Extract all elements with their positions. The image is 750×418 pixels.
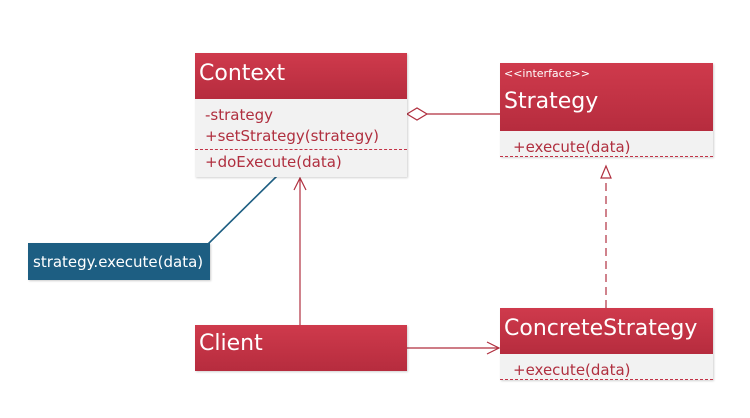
- class-client[interactable]: Client: [195, 325, 407, 371]
- method-do-execute: +doExecute(data): [205, 153, 342, 171]
- client-context-arrowhead: [293, 176, 307, 191]
- class-context-name: Context: [199, 61, 286, 86]
- class-concrete-strategy-header: ConcreteStrategy: [500, 308, 713, 354]
- class-client-header: Client: [195, 325, 407, 371]
- interface-strategy-header: <<interface>> Strategy: [500, 63, 713, 131]
- client-concrete-arrowhead: [486, 341, 501, 355]
- note-anchor-line: [204, 174, 279, 248]
- interface-stereotype: <<interface>>: [504, 67, 590, 80]
- interface-strategy-operations: +execute(data): [500, 131, 713, 157]
- class-context-header: Context: [195, 53, 407, 99]
- class-client-name: Client: [199, 331, 263, 356]
- class-context[interactable]: Context -strategy +setStrategy(strategy)…: [195, 53, 407, 177]
- class-concrete-strategy-operations: +execute(data): [500, 354, 713, 380]
- attribute-strategy: -strategy: [205, 106, 273, 124]
- aggregation-diamond: [405, 107, 429, 121]
- class-context-attributes: -strategy +setStrategy(strategy): [195, 99, 407, 150]
- method-execute-concrete: +execute(data): [513, 361, 631, 379]
- interface-strategy[interactable]: <<interface>> Strategy +execute(data): [500, 63, 713, 157]
- class-context-operations: +doExecute(data): [195, 150, 407, 177]
- class-concrete-strategy-name: ConcreteStrategy: [504, 316, 698, 341]
- method-execute: +execute(data): [513, 138, 631, 156]
- realization-arrowhead: [600, 164, 612, 179]
- interface-strategy-name: Strategy: [504, 89, 599, 114]
- note-strategy-execute[interactable]: strategy.execute(data): [28, 243, 210, 280]
- class-concrete-strategy[interactable]: ConcreteStrategy +execute(data): [500, 308, 713, 380]
- method-set-strategy: +setStrategy(strategy): [205, 127, 380, 145]
